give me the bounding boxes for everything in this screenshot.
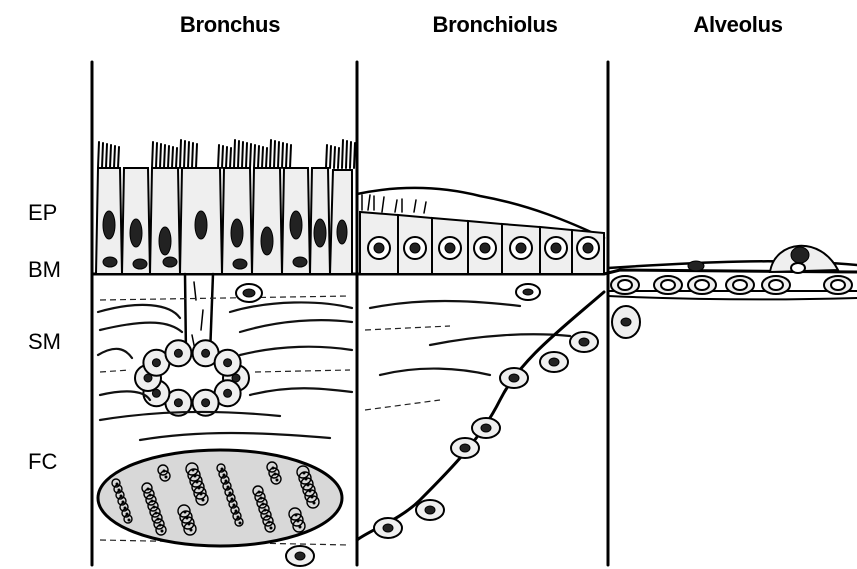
bronchus-gland	[135, 274, 249, 416]
bronchiolus-wall	[286, 284, 604, 566]
bronchiolus-epithelium	[357, 188, 604, 274]
bronchus-cartilage	[98, 450, 342, 546]
bronchus-epithelium	[96, 140, 355, 274]
